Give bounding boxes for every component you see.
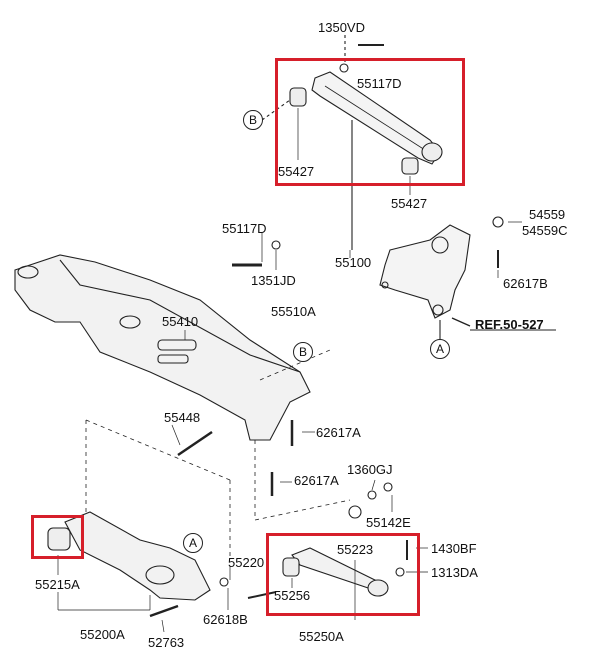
label-55256: 55256 — [274, 588, 311, 603]
nut-55142E — [383, 482, 393, 492]
label-62617A-lower: 62617A — [294, 473, 339, 488]
label-54559C: 54559C — [522, 223, 568, 238]
label-1351JD: 1351JD — [251, 273, 296, 288]
washer-55223 — [348, 505, 362, 519]
callout-a-knuckle: A — [430, 339, 450, 359]
label-ref-50-527: REF.50-527 — [475, 317, 544, 332]
label-54559: 54559 — [529, 207, 566, 222]
label-62617B: 62617B — [503, 276, 548, 291]
label-1430BF: 1430BF — [431, 541, 477, 556]
lower-arm-55200A — [64, 511, 211, 601]
label-55117D-mid: 55117D — [222, 221, 267, 236]
bushing-55215A — [47, 527, 71, 551]
label-55142E: 55142E — [366, 515, 411, 530]
bushing-55427-right — [401, 157, 419, 175]
label-55410: 55410 — [162, 314, 199, 329]
callout-b-mid: B — [293, 342, 313, 362]
label-55427-left: 55427 — [278, 164, 315, 179]
label-55427-right: 55427 — [391, 196, 428, 211]
nut-1313DA — [395, 567, 405, 577]
highlight-bushing-55215A — [31, 515, 84, 559]
upper-arm-end-eye — [421, 142, 443, 162]
label-55117D-top: 55117D — [357, 76, 402, 91]
label-55510A: 55510A — [271, 304, 316, 319]
bushing-55427-left — [289, 87, 307, 107]
label-55220: 55220 — [228, 555, 265, 570]
label-52763: 52763 — [148, 635, 185, 650]
label-62617A-upper: 62617A — [316, 425, 361, 440]
label-55100: 55100 — [335, 255, 372, 270]
bolt-55448 — [177, 430, 213, 457]
label-55200A: 55200A — [80, 627, 125, 642]
washer-1351JD — [271, 240, 281, 250]
upper-arm-55117D — [311, 71, 441, 165]
highlight-lower-link — [266, 533, 420, 616]
crossmember-55410 — [14, 254, 311, 441]
callout-b-top: B — [243, 110, 263, 130]
label-1350VD: 1350VD — [318, 20, 365, 35]
nut-upper — [339, 63, 349, 73]
label-55250A: 55250A — [299, 629, 344, 644]
label-55223: 55223 — [337, 542, 374, 557]
highlight-upper-arm — [275, 58, 465, 186]
nut-54559 — [492, 216, 504, 228]
knuckle-drawing — [379, 224, 471, 319]
callout-a-lower: A — [183, 533, 203, 553]
label-55448: 55448 — [164, 410, 201, 425]
label-55215A: 55215A — [35, 577, 80, 592]
bolt-52763 — [149, 604, 179, 618]
label-62618B: 62618B — [203, 612, 248, 627]
label-1360GJ: 1360GJ — [347, 462, 393, 477]
label-1313DA: 1313DA — [431, 565, 478, 580]
